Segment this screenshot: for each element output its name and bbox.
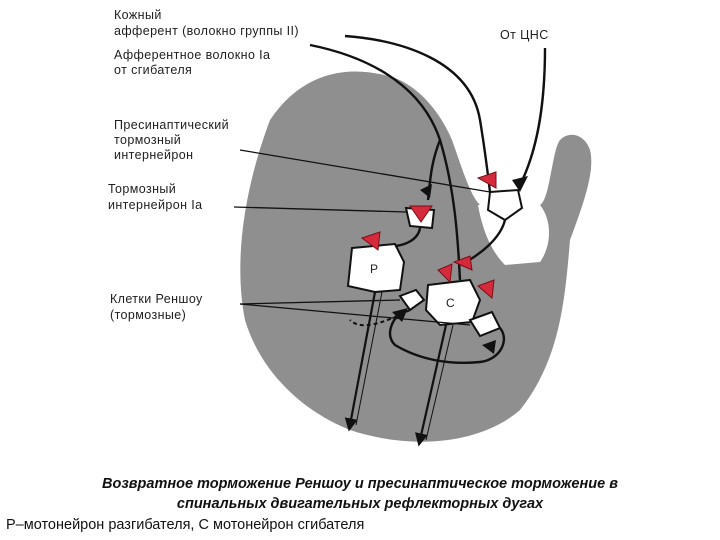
leader-renshaw-2 [239,303,471,326]
label-presynaptic-2: тормозный [114,133,182,147]
synapse-3 [360,231,381,251]
synapse-5 [477,279,495,299]
presynaptic-interneuron-body [486,188,524,222]
synapse-exc-3 [392,308,408,322]
leader-presynaptic [239,149,491,193]
synapse-1 [476,171,497,189]
synapse-4 [452,255,473,271]
gray-matter [240,71,592,442]
skin-afferent-fiber [344,34,492,193]
label-inhibitory-ia-1: Тормозный [108,182,177,196]
caption-legend: Р–мотонейрон разгибателя, С мотонейрон с… [6,517,365,533]
motoneuron-p-body [346,242,406,294]
synapse-exc-1 [420,184,432,198]
label-presynaptic-3: интернейрон [114,148,194,162]
label-presynaptic-1: Пресинаптический [114,118,229,132]
synapse-exc-2 [512,176,528,192]
inhibitory-synapses [360,171,497,299]
caption-title-line1: Возвратное торможение Реншоу и пресинапт… [102,476,618,492]
label-skin-afferent-2: афферент (волокно группы II) [114,24,299,38]
figure-caption: Возвратное торможение Реншоу и пресинапт… [0,474,720,514]
leader-inhibitory-ia [233,206,407,213]
label-from-cns: От ЦНС [500,28,549,42]
label-skin-afferent-1: Кожный [114,8,162,22]
axon-p [344,291,377,432]
label-afferent-ia-2: от сгибателя [114,63,193,77]
axon-c [415,324,448,447]
cell-p-letter: Р [370,262,379,276]
label-inhibitory-ia-2: интернейрон Ia [108,198,203,212]
axon-c-edge [425,324,454,441]
synapse-6 [437,263,453,284]
label-afferent-ia-1: Афферентное волокно Ia [114,48,271,62]
afferent-ia-fiber [309,43,462,281]
excitatory-synapses [392,176,528,354]
axon-p-edge [355,291,383,426]
white-notch [478,205,549,265]
synapse-2 [409,205,433,223]
label-renshaw-2: (тормозные) [110,308,187,322]
spinal-cord-diagram [233,34,592,447]
interneuron-to-p [394,227,422,248]
from-cns-fiber [518,47,547,186]
synapse-exc-4 [482,340,496,354]
leader-renshaw-1 [239,299,401,305]
label-renshaw-1: Клетки Реншоу [110,292,203,306]
caption-title-line2: спинальных двигательных рефлекторных дуг… [176,496,544,512]
cell-c-letter: С [446,296,455,310]
c-axon-loop [388,313,506,365]
renshaw-cell-body [398,288,426,312]
